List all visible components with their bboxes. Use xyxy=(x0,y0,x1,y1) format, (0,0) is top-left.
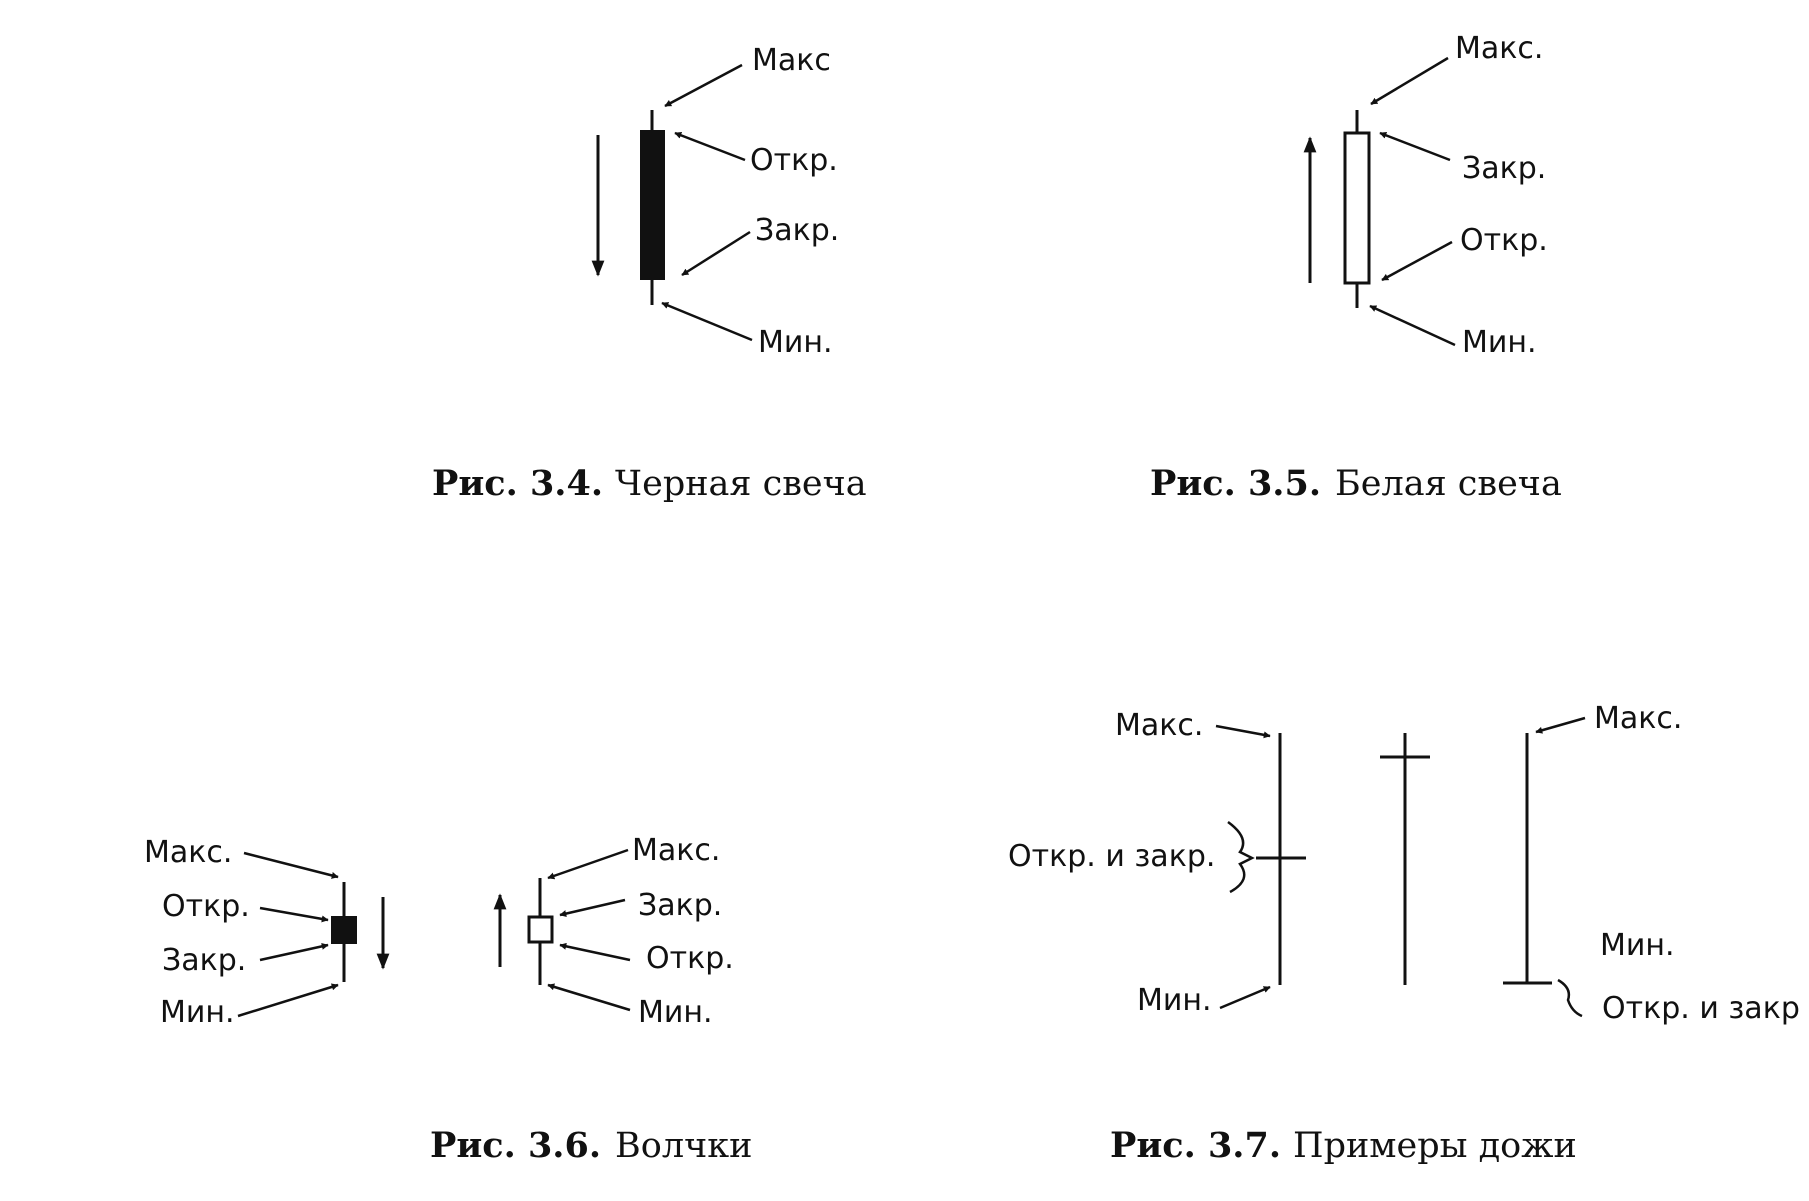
caption-number: Рис. 3.4. xyxy=(432,463,603,504)
pointer-low xyxy=(1369,304,1456,347)
figure-3-6: Макс. Откр. Закр. Мин. Макс. Закр. Откр.… xyxy=(144,833,752,1166)
pointer-open xyxy=(674,131,746,162)
pointer-high xyxy=(664,63,743,108)
label-high: Макс. xyxy=(1115,708,1203,743)
label-close: Закр. xyxy=(755,213,839,248)
label-low: Мин. xyxy=(1137,983,1212,1018)
figure-caption: Рис. 3.5. Белая свеча xyxy=(1150,463,1562,504)
label-low: Мин. xyxy=(1462,325,1537,360)
caption-title: Волчки xyxy=(615,1126,752,1166)
label-close: Закр. xyxy=(162,943,246,978)
pointer-low xyxy=(661,301,753,342)
caption-number: Рис. 3.5. xyxy=(1150,463,1321,504)
figure-caption: Рис. 3.6. Волчки xyxy=(430,1125,752,1166)
pointer-close xyxy=(1379,131,1451,162)
pointer-high xyxy=(547,848,629,880)
label-open: Откр. xyxy=(646,941,734,976)
label-high: Макс. xyxy=(144,835,232,870)
figure-3-4: Макс Откр. Закр. Мин. Рис. 3.4. Черная с… xyxy=(432,43,867,504)
label-high: Макс xyxy=(752,43,831,78)
pointer-open xyxy=(559,942,631,962)
pointer-high xyxy=(1370,56,1449,106)
label-low: Мин. xyxy=(1600,928,1675,963)
brace-icon xyxy=(1227,820,1255,894)
brace-icon xyxy=(1557,978,1583,1018)
figure-3-7: Макс. Откр. и закр. Мин. Макс. Мин. Откр… xyxy=(1008,701,1800,1166)
label-open: Откр. xyxy=(1460,223,1548,258)
pointer-open xyxy=(1381,240,1453,282)
label-open: Откр. xyxy=(750,143,838,178)
label-low: Мин. xyxy=(758,325,833,360)
pointer-close xyxy=(559,898,626,917)
label-open-close: Откр. и закр. xyxy=(1008,839,1215,874)
pointer-low xyxy=(1219,985,1271,1010)
label-high: Макс. xyxy=(1455,31,1543,66)
pointer-high xyxy=(1215,724,1271,739)
pointer-low xyxy=(547,983,631,1012)
figure-3-5: Макс. Закр. Откр. Мин. Рис. 3.5. Белая с… xyxy=(1150,31,1562,504)
caption-number: Рис. 3.6. xyxy=(430,1125,601,1166)
label-open: Откр. xyxy=(162,889,250,924)
pointer-high xyxy=(1535,716,1586,734)
white-candle-body xyxy=(1343,131,1371,285)
caption-title: Белая свеча xyxy=(1335,464,1562,504)
pointer-high xyxy=(243,851,339,879)
label-close: Закр. xyxy=(1462,151,1546,186)
label-open-close: Откр. и закр xyxy=(1602,991,1800,1026)
white-spinning-top-body xyxy=(527,915,554,944)
black-candle-body xyxy=(640,130,665,280)
pointer-open xyxy=(259,906,329,923)
label-close: Закр. xyxy=(638,888,722,923)
black-spinning-top-body xyxy=(331,916,357,944)
pointer-close xyxy=(259,942,329,962)
pointer-low xyxy=(237,983,339,1018)
pointer-close xyxy=(681,230,751,277)
caption-number: Рис. 3.7. xyxy=(1110,1125,1281,1166)
label-low: Мин. xyxy=(160,995,235,1030)
label-high: Макс. xyxy=(632,833,720,868)
figure-caption: Рис. 3.4. Черная свеча xyxy=(432,463,867,504)
label-low: Мин. xyxy=(638,995,713,1030)
figure-caption: Рис. 3.7. Примеры дожи xyxy=(1110,1125,1577,1166)
caption-title: Черная свеча xyxy=(615,464,867,504)
caption-title: Примеры дожи xyxy=(1293,1126,1577,1166)
label-high: Макс. xyxy=(1594,701,1682,736)
